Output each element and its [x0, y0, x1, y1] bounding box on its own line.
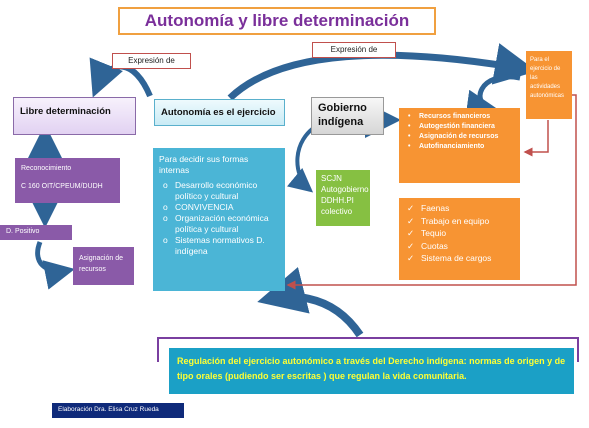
faenas-item: Sistema de cargos: [405, 252, 514, 265]
recursos-item: Recursos financieros: [405, 112, 514, 121]
faenas-box: Faenas Trabajo en equipo Tequio Cuotas S…: [399, 198, 520, 280]
faenas-item: Tequio: [405, 227, 514, 240]
faenas-item: Cuotas: [405, 240, 514, 253]
regulacion-box: Regulación del ejercicio autonómico a tr…: [169, 348, 574, 394]
red-connectors: [286, 94, 577, 290]
formas-internas-title: Para decidir sus formas internas: [159, 154, 249, 175]
formas-item: Desarrollo económico político y cultural: [159, 180, 279, 202]
reconocimiento-sources: C 160 OIT/CPEUM/DUDH: [21, 183, 103, 190]
regulation-bracket: [157, 337, 579, 362]
scjn-box: SCJN Autogobierno DDHH.PI colectivo: [316, 170, 370, 226]
recursos-item: Asignación de recursos: [405, 132, 514, 141]
libre-determinacion-box: Libre determinación: [13, 97, 136, 135]
expresion-label-1: Expresión de: [112, 53, 191, 69]
gobierno-indigena-box: Gobierno indígena: [311, 97, 384, 135]
ejercicio-box: Para el ejercicio de las actividades aut…: [526, 51, 572, 119]
recursos-item: Autogestión financiera: [405, 122, 514, 131]
recursos-item: Autofinanciamiento: [405, 142, 514, 151]
formas-item: CONVIVENCIA: [159, 202, 279, 213]
autonomia-box: Autonomía es el ejercicio: [154, 99, 285, 126]
recursos-box: Recursos financieros Autogestión financi…: [399, 108, 520, 183]
formas-item: Sistemas normativos D. indígena: [159, 235, 279, 257]
asignacion-recursos-box: Asignación de recursos: [73, 247, 134, 285]
reconocimiento-box: Reconocimiento C 160 OIT/CPEUM/DUDH: [15, 158, 120, 203]
faenas-item: Faenas: [405, 202, 514, 215]
page-title: Autonomía y libre determinación: [118, 7, 436, 35]
reconocimiento-title: Reconocimiento: [21, 165, 72, 172]
author-credit: Elaboración Dra. Elisa Cruz Rueda: [52, 403, 184, 418]
formas-item: Organización económica política y cultur…: [159, 213, 279, 235]
arc-arrows: [26, 43, 537, 338]
expresion-label-2: Expresión de: [312, 42, 396, 58]
formas-internas-box: Para decidir sus formas internas Desarro…: [153, 148, 285, 291]
d-positivo-box: D. Positivo: [0, 225, 72, 240]
faenas-item: Trabajo en equipo: [405, 215, 514, 228]
